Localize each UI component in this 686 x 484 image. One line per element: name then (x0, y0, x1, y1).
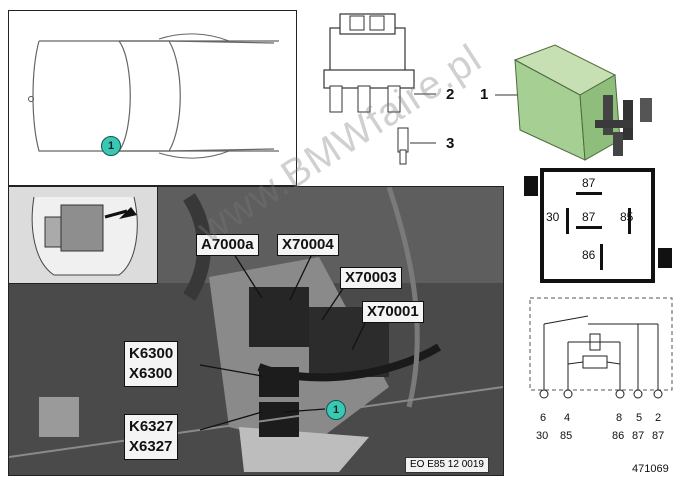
schematic-terminal-1: 30 (536, 430, 549, 442)
schematic-terminal-5: 87 (652, 430, 665, 442)
schematic-terminal-3: 86 (612, 430, 625, 442)
relay-key-left (524, 176, 538, 196)
schematic-pin-4: 5 (636, 412, 643, 424)
pin-slot-87-center (576, 226, 602, 229)
location-badge-car: 1 (101, 136, 121, 156)
label-k6300: K6300 (129, 345, 174, 362)
pin-slot-30 (566, 208, 569, 234)
pin-label-86: 86 (582, 248, 596, 262)
label-x6327: X6327 (129, 438, 173, 455)
caption-text: EO E85 12 0019 (410, 459, 484, 470)
relay-photo (495, 44, 652, 161)
schematic-pin-5: 2 (655, 412, 662, 424)
part-number-1: 1 (480, 86, 489, 103)
relay-key-right (658, 248, 672, 268)
car-outline-drawing (28, 33, 279, 159)
schematic-terminal-2: 85 (560, 430, 573, 442)
schematic-pin-1: 6 (540, 412, 547, 424)
caption-box: EO E85 12 0019 (405, 457, 489, 473)
figure-id: 471069 (632, 463, 669, 475)
label-k6300-x6300: K6300 X6300 (124, 341, 179, 387)
pin-label-30: 30 (546, 210, 560, 224)
relay-pin-layout: 87 30 87 85 86 (540, 168, 655, 283)
schematic-pin-2: 4 (564, 412, 571, 424)
relay-schematic (529, 297, 673, 399)
label-x70001: X70001 (362, 301, 424, 323)
pin-slot-85 (628, 208, 631, 234)
label-k6327-x6327: K6327 X6327 (124, 414, 179, 460)
pin-label-87-top: 87 (582, 176, 596, 190)
relay-socket-drawing (323, 13, 436, 165)
schematic-terminal-4: 87 (632, 430, 645, 442)
schematic-pin-3: 8 (616, 412, 623, 424)
label-a7000a: A7000a (196, 234, 259, 256)
part-number-3: 3 (446, 135, 455, 152)
part-number-2: 2 (446, 86, 455, 103)
pin-label-87-center: 87 (582, 210, 596, 224)
vehicle-location-panel: 1 (8, 10, 297, 186)
location-badge-engine: 1 (326, 400, 346, 420)
engine-thumbnail-drawing (31, 196, 138, 276)
pin-slot-86 (600, 244, 603, 270)
pin-slot-87-top (576, 192, 602, 195)
label-x6300: X6300 (129, 365, 173, 382)
label-x70003: X70003 (340, 267, 402, 289)
label-k6327: K6327 (129, 418, 174, 435)
engine-thumbnail-inset (9, 187, 158, 284)
label-x70004: X70004 (277, 234, 339, 256)
